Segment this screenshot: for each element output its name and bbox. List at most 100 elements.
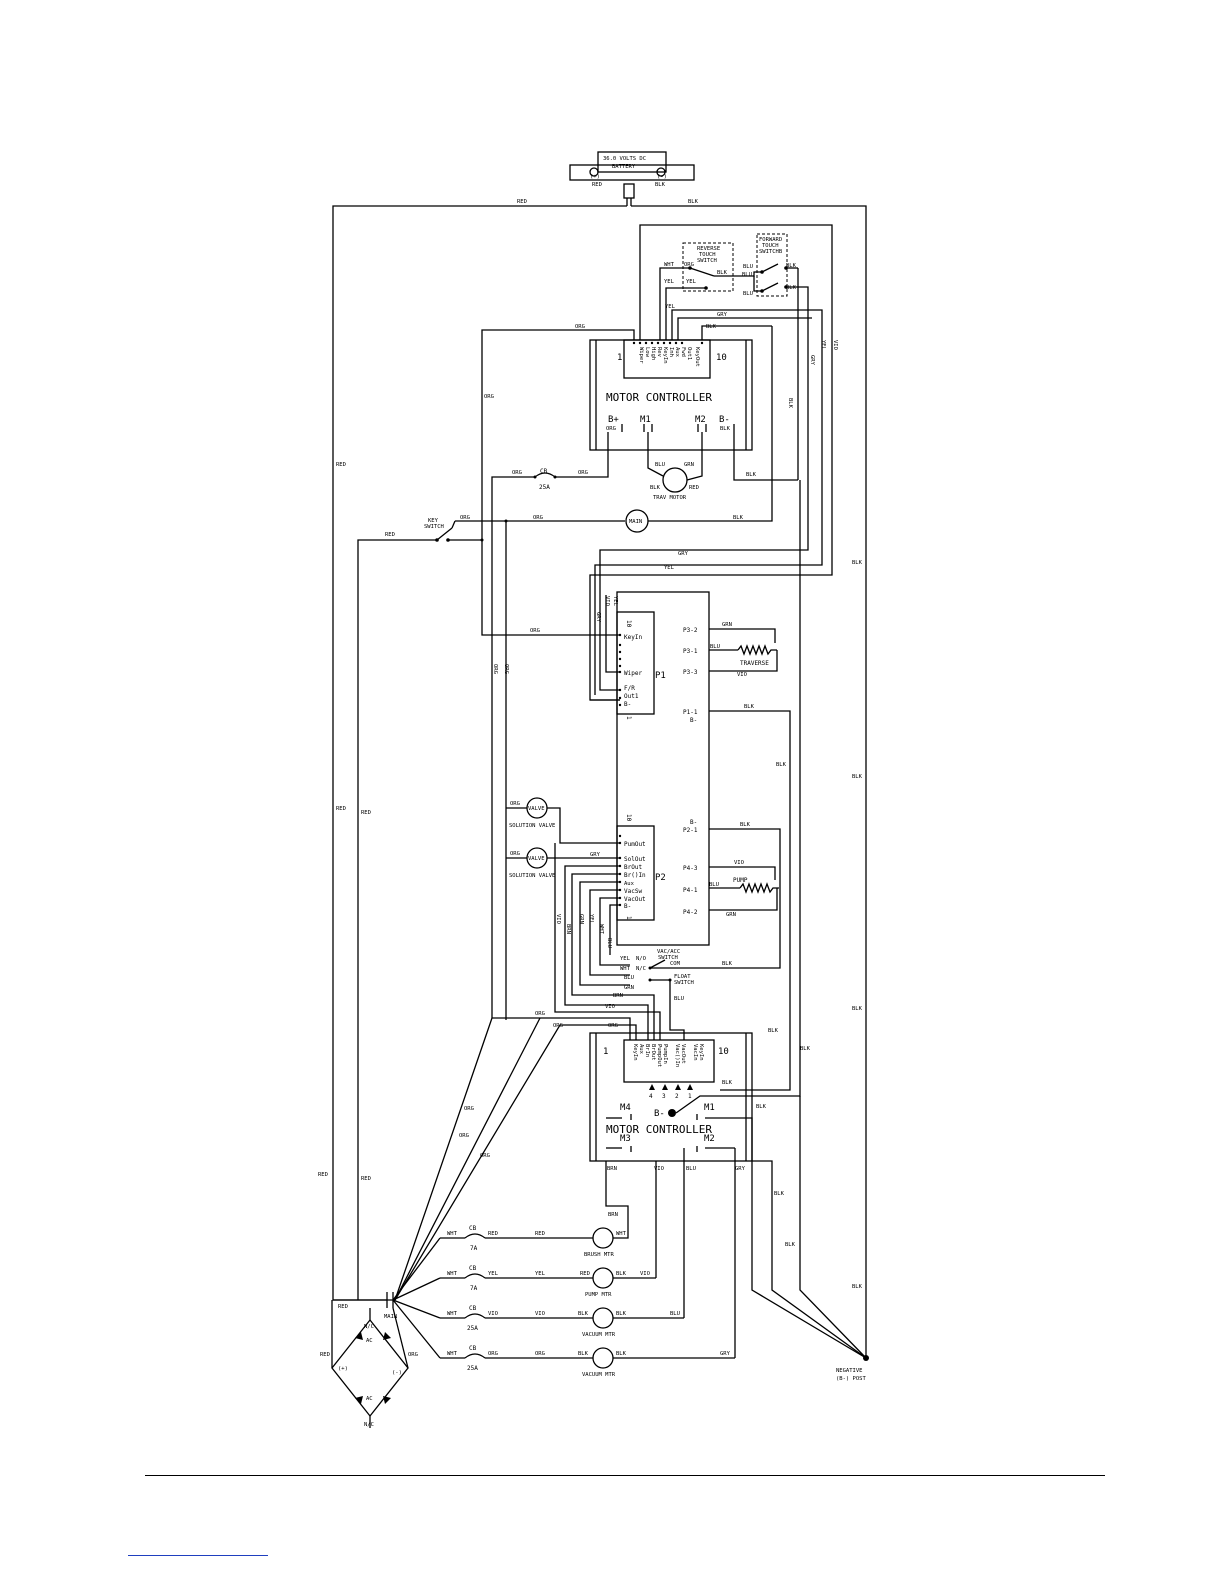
mc2-org-label-4: ORG [464, 1106, 474, 1112]
wire-label-blk-right: BLK [852, 560, 863, 566]
brush-motor-label: BRUSH MTR [584, 1252, 614, 1258]
vac-float-switch: VAC/ACC SWITCH COM N/O N/C FLOAT SWITCH … [554, 843, 694, 1040]
main-wires: RED BLK RED RED RED BLK BLK BLK BLK NEGA… [318, 199, 869, 1382]
p2-solout: SolOut [624, 856, 646, 863]
vio-right-label: VIO [832, 340, 838, 350]
mc1-org-top-label: ORG [575, 324, 585, 330]
fwd-blk-label: BLK [786, 263, 797, 269]
wire-label-red-left-2: RED [336, 806, 346, 812]
vac1-blk-label: BLK [578, 1311, 589, 1317]
yel-horizontal-label: YEL [664, 565, 675, 571]
mc1-pin-label-1: Wiper [638, 347, 644, 364]
pump-vio-label: VIO [640, 1271, 650, 1277]
p2-label: P2 [655, 873, 666, 883]
vac2-blk-label: BLK [578, 1351, 589, 1357]
vacuum-motor-label-2: VACUUM MTR [582, 1372, 616, 1378]
mc2-blk-label-2: BLK [756, 1104, 767, 1110]
p2-brin: Br()In [624, 872, 646, 879]
vac1-cb-label: CB [469, 1305, 477, 1312]
p1-keyin: KeyIn [624, 634, 642, 641]
bridge-rectifier: N/C AC AC N/C (+) (-) RED ORG [320, 1300, 418, 1428]
pcb-p3-3: P3-3 [683, 669, 698, 676]
mc1-pin-label-10: KeyOut [694, 347, 700, 367]
mc2-pin-label-5: PumpOut [656, 1044, 662, 1067]
mc1-org-left-label: ORG [484, 394, 494, 400]
mc2-term-m1: M1 [704, 1103, 715, 1113]
gry-right-label: GRY [809, 355, 815, 366]
rev-wht-label: WHT [664, 262, 675, 268]
rev-yel-label-2: YEL [686, 279, 697, 285]
mc2-pin-label-6: PumpIn [662, 1044, 668, 1064]
wire-label-blk-right-3: BLK [852, 1006, 863, 1012]
p2-pin-10: 10 [625, 814, 632, 822]
reverse-touch-switch: REVERSE TOUCH SWITCH WHT ORG YEL YEL BLK [659, 242, 746, 340]
float-switch-label-1: FLOAT [674, 974, 691, 980]
mc2-org-label-6: ORG [480, 1153, 490, 1159]
p1-label: P1 [655, 671, 666, 681]
p2-vacout: VacOut [624, 896, 646, 903]
traverse-label: TRAVERSE [740, 660, 769, 667]
footer-rule [145, 1475, 1105, 1476]
brush-motor-icon [592, 1227, 614, 1249]
mc1-pin-label-3: High [650, 347, 656, 360]
trav-vio-pcb-label: VIO [737, 672, 747, 678]
mc2-conn-3: 3 [662, 1093, 666, 1100]
bridge-nc-top: N/C [364, 1324, 374, 1330]
battery-pos: (+) [590, 174, 600, 180]
forward-touch-switch: FORWARD TOUCH SWITCHB BLU BLU BLU BLK BL… [589, 224, 838, 701]
pump-vio-label: VIO [734, 860, 744, 866]
pcb-p3-2: P3-2 [683, 627, 698, 634]
pump-yel-label-2: YEL [535, 1271, 546, 1277]
main-contactor-label: MAIN [384, 1314, 397, 1320]
p1-out1: Out1 [624, 693, 639, 700]
footer-link-underline[interactable] [128, 1555, 268, 1556]
bundle-vio-label-2: VIO [605, 1004, 615, 1010]
gry-label-2: GRY [717, 312, 728, 318]
mc1-pin-label-5: KeyIn [662, 347, 668, 364]
mc1-pin-label-4: Rev [656, 347, 662, 358]
mc2-org-label-5: ORG [459, 1133, 469, 1139]
bridge-ac-bottom: AC [366, 1396, 373, 1402]
vac1-cb-rating: 25A [467, 1325, 478, 1332]
vac-blk-label: BLK [722, 961, 733, 967]
mc1-pin-labels: Wiper Low High Rev KeyIn Inh Aux Fwd Out… [638, 347, 700, 367]
fwd-blu-label-2: BLU [742, 272, 752, 278]
key-org-label: ORG [460, 515, 470, 521]
p1-1-blk-label-2: BLK [776, 762, 787, 768]
bundle-wht-label: WHT [598, 924, 604, 935]
vac-blu-label: BLU [624, 975, 634, 981]
p1-vio-label: VIO [604, 596, 610, 606]
gry-horizontal-label: GRY [678, 551, 689, 557]
mc2-blk-label: BLK [722, 1080, 733, 1086]
battery-blk-label: BLK [655, 182, 666, 188]
mc2-conn-2: 2 [675, 1093, 679, 1100]
mc1-pin-label-2: Low [644, 347, 650, 358]
p1-pin-1: 1 [625, 716, 632, 720]
pcb-p4-3: P4-3 [683, 865, 698, 872]
mc1-pin-label-9: Out1 [686, 347, 692, 360]
pump-yel-label: YEL [488, 1271, 499, 1277]
key-org-label-2: ORG [533, 515, 543, 521]
bundle-yel-label: YEL [588, 914, 594, 925]
p1-wiper: Wiper [624, 670, 642, 677]
mc2-org-label-1: ORG [535, 1011, 545, 1017]
pcb-bminus-2: B- [690, 819, 697, 826]
mc1-pin-label-8: Fwd [680, 347, 686, 357]
mc2-pin-label-4: BrOut [650, 1044, 656, 1061]
p1-org-label: ORG [530, 628, 540, 634]
vac1-wht-label: WHT [447, 1311, 458, 1317]
key-red-label-3: RED [361, 1176, 371, 1182]
org-vert-label-2: ORG [503, 664, 509, 674]
p1-yel-label: YEL [612, 596, 618, 607]
mc2-blk-label-5: BLK [774, 1191, 785, 1197]
fwd-blu-label: BLU [743, 264, 753, 270]
bridge-minus: (-) [392, 1370, 402, 1376]
negative-post-label-2: (B-) POST [836, 1376, 866, 1382]
main-red-label: RED [338, 1304, 348, 1310]
vac2-org-label: ORG [488, 1351, 498, 1357]
blk-right-vert-label: BLK [787, 398, 793, 409]
p2-brout: BrOut [624, 864, 642, 871]
bundle-brn-label: BRN [565, 924, 571, 934]
pump-cb-rating: 7A [470, 1285, 478, 1292]
